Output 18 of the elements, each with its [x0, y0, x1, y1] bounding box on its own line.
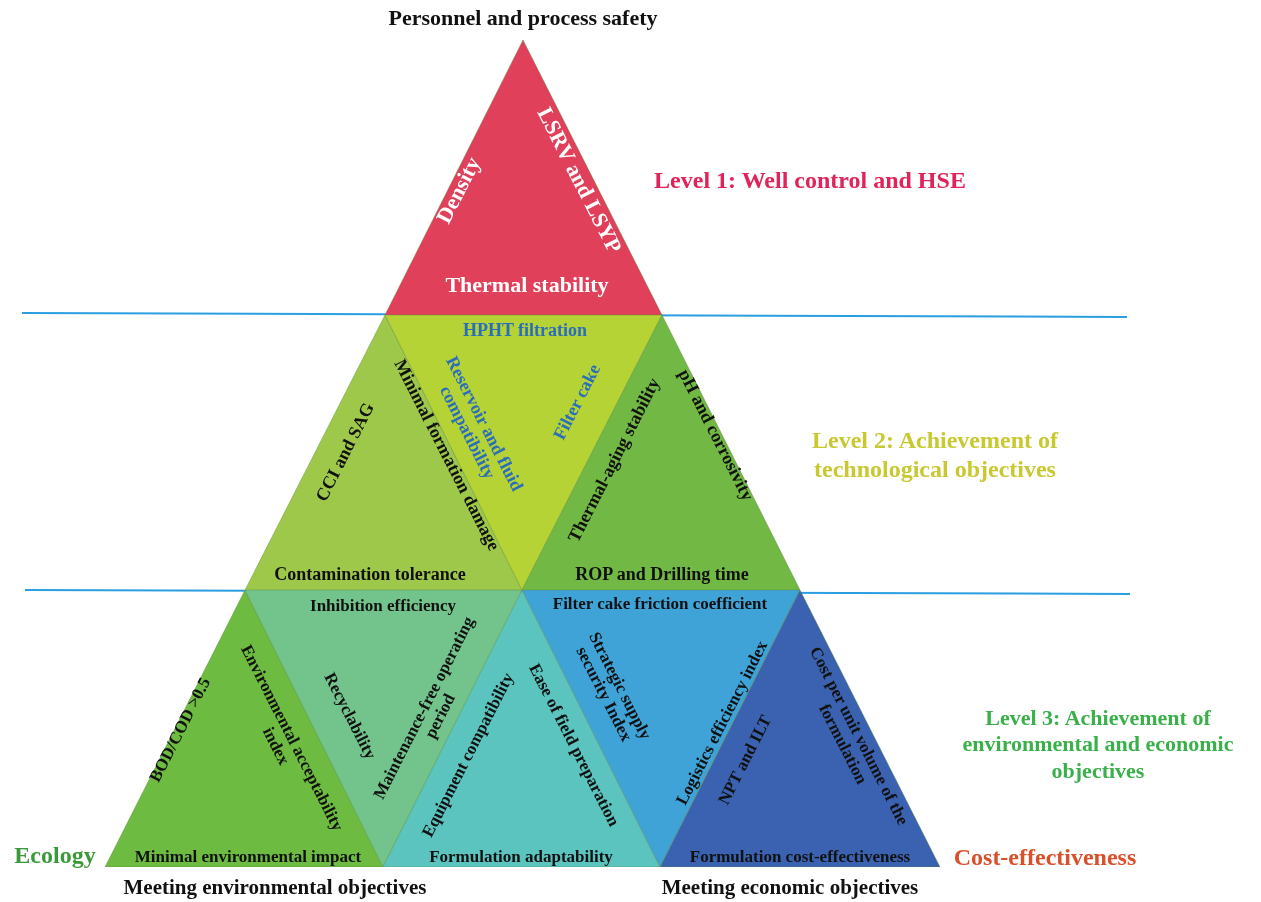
axis-label: Cost-effectiveness: [952, 842, 1138, 872]
level-heading: Level 2: Achievement of technological objectives: [811, 426, 1060, 484]
level-heading: Level 1: Well control and HSE: [653, 165, 967, 195]
criterion-label: Contamination tolerance: [273, 564, 467, 584]
criterion-label: HPHT filtration: [461, 320, 589, 340]
criterion-label: Formulation cost-effectiveness: [688, 848, 912, 866]
criterion-label: Thermal stability: [444, 273, 610, 297]
criterion-label: Minimal environmental impact: [133, 848, 363, 866]
criterion-label: Inhibition efficiency: [309, 597, 457, 615]
criterion-label: Filter cake friction coefficient: [551, 595, 769, 613]
axis-label: Meeting environmental objectives: [122, 875, 428, 901]
axis-label: Personnel and process safety: [387, 4, 659, 32]
criterion-label: Formulation adaptability: [428, 848, 614, 866]
axis-label: Meeting economic objectives: [660, 875, 920, 901]
axis-label: Ecology: [13, 840, 97, 870]
criterion-label: ROP and Drilling time: [574, 564, 750, 584]
criterion-label: CCI and SAG: [310, 398, 380, 507]
level-heading: Level 3: Achievement of environmental and economic objectives: [961, 705, 1235, 785]
